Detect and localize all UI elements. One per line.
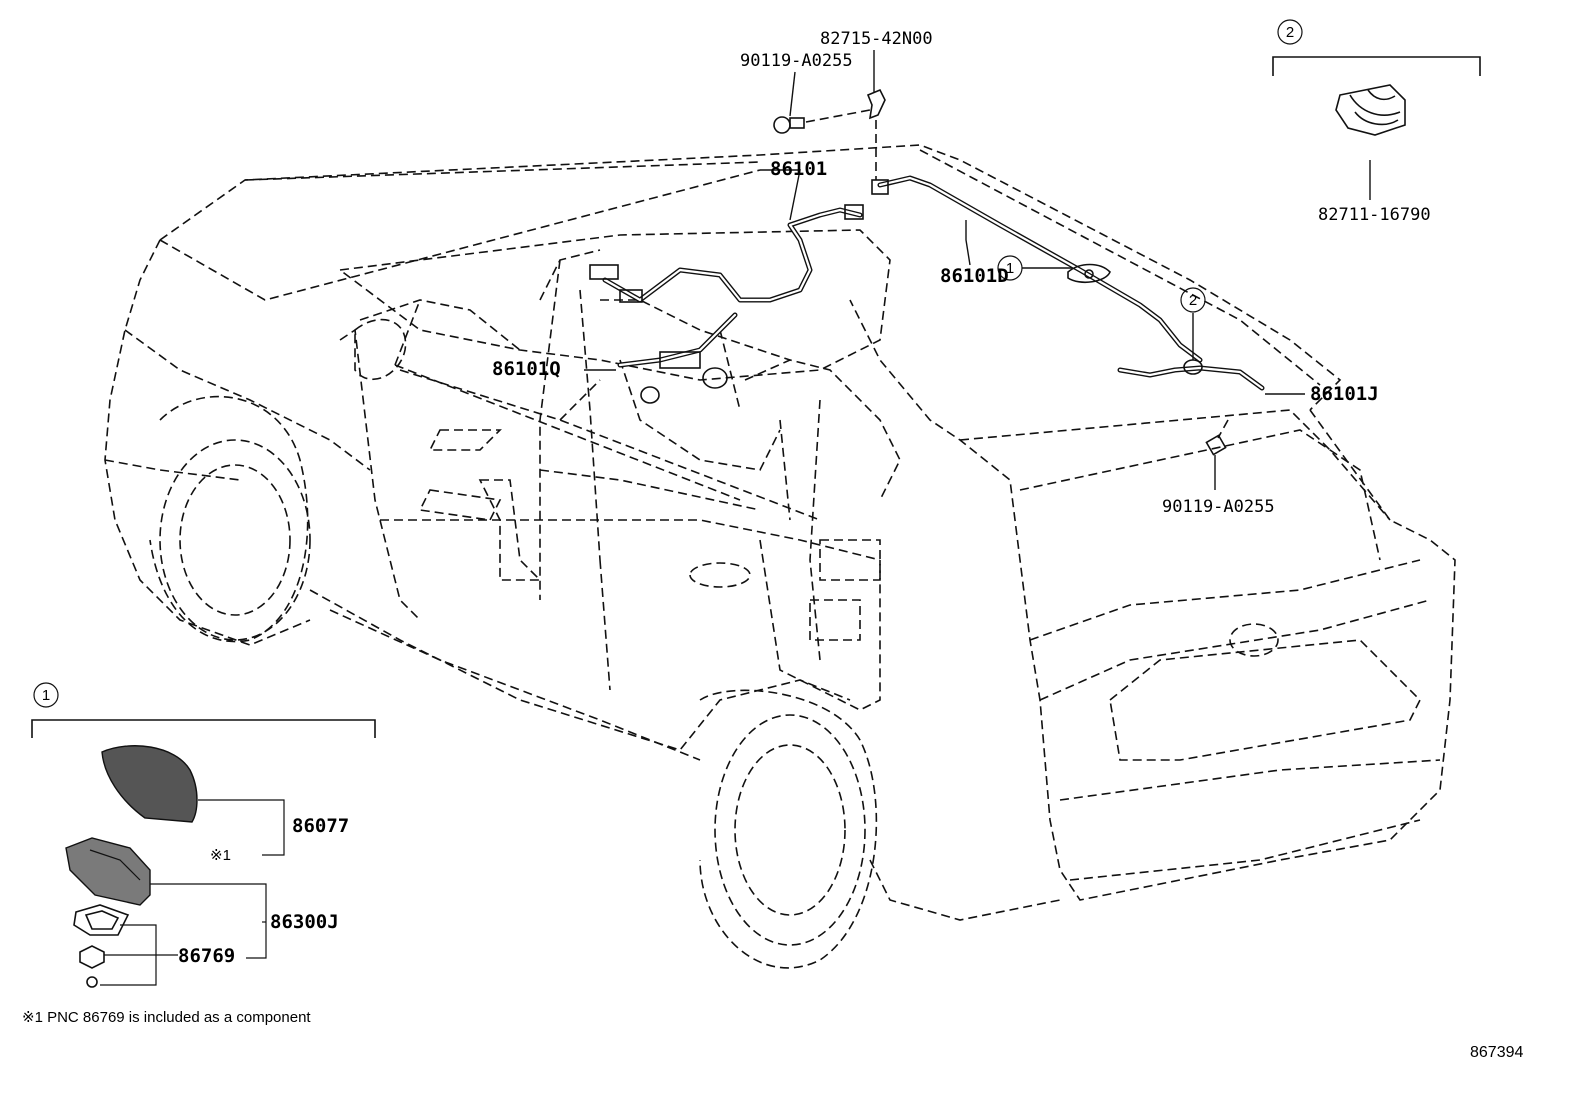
harness-86101q[interactable]: [617, 312, 738, 404]
nut-icon[interactable]: [79, 945, 105, 988]
harness-86101j[interactable]: [1117, 359, 1265, 391]
callout-2-vehicle: 2: [1180, 287, 1206, 313]
roof-antenna-base: [1067, 263, 1111, 284]
label-bolt-rear[interactable]: 90119-A0255: [1162, 497, 1275, 517]
svg-text:1: 1: [42, 687, 50, 704]
bolt-top-icon[interactable]: [773, 109, 871, 134]
leaders: [584, 50, 1371, 490]
gasket-icon[interactable]: [73, 904, 130, 936]
antenna-cover-icon[interactable]: [101, 745, 285, 856]
antenna-assy-icon[interactable]: [65, 837, 267, 959]
detail-box-2: [1272, 56, 1481, 136]
svg-text:2: 2: [1286, 24, 1294, 41]
callout-1-detail: 1: [33, 682, 59, 708]
clip-icon[interactable]: [1335, 84, 1406, 136]
detail-box-1: [31, 719, 376, 988]
label-clamp-top[interactable]: 82715-42N00: [820, 29, 933, 49]
label-harness-main[interactable]: 86101: [770, 158, 827, 180]
callout-2-detail: 2: [1277, 19, 1303, 45]
asterisk-note-mark: ※1: [210, 847, 231, 864]
cabin-frame: [394, 249, 821, 661]
label-gasket-nut[interactable]: 86769: [178, 945, 235, 967]
vehicle-outline: [104, 144, 1456, 969]
svg-text:2: 2: [1189, 292, 1197, 309]
label-harness-q[interactable]: 86101Q: [492, 358, 561, 380]
clamp-top-icon[interactable]: [866, 88, 886, 180]
label-harness-j[interactable]: 86101J: [1310, 383, 1379, 405]
footnote: ※1 PNC 86769 is included as a component: [22, 1009, 311, 1026]
label-antenna-cover[interactable]: 86077: [292, 815, 349, 837]
label-antenna-assy[interactable]: 86300J: [270, 911, 339, 933]
callout-1-vehicle: 1: [997, 255, 1023, 281]
label-harness-d[interactable]: 86101D: [940, 265, 1009, 287]
bolt-rear-icon[interactable]: [1205, 419, 1229, 456]
harness-86101[interactable]: [589, 204, 864, 303]
label-clip-detail[interactable]: 82711-16790: [1318, 205, 1431, 225]
label-bolt-top[interactable]: 90119-A0255: [740, 51, 853, 71]
harness-86101d[interactable]: [871, 175, 1203, 363]
illustration-reference-number: 867394: [1470, 1044, 1523, 1061]
svg-text:1: 1: [1006, 260, 1014, 277]
